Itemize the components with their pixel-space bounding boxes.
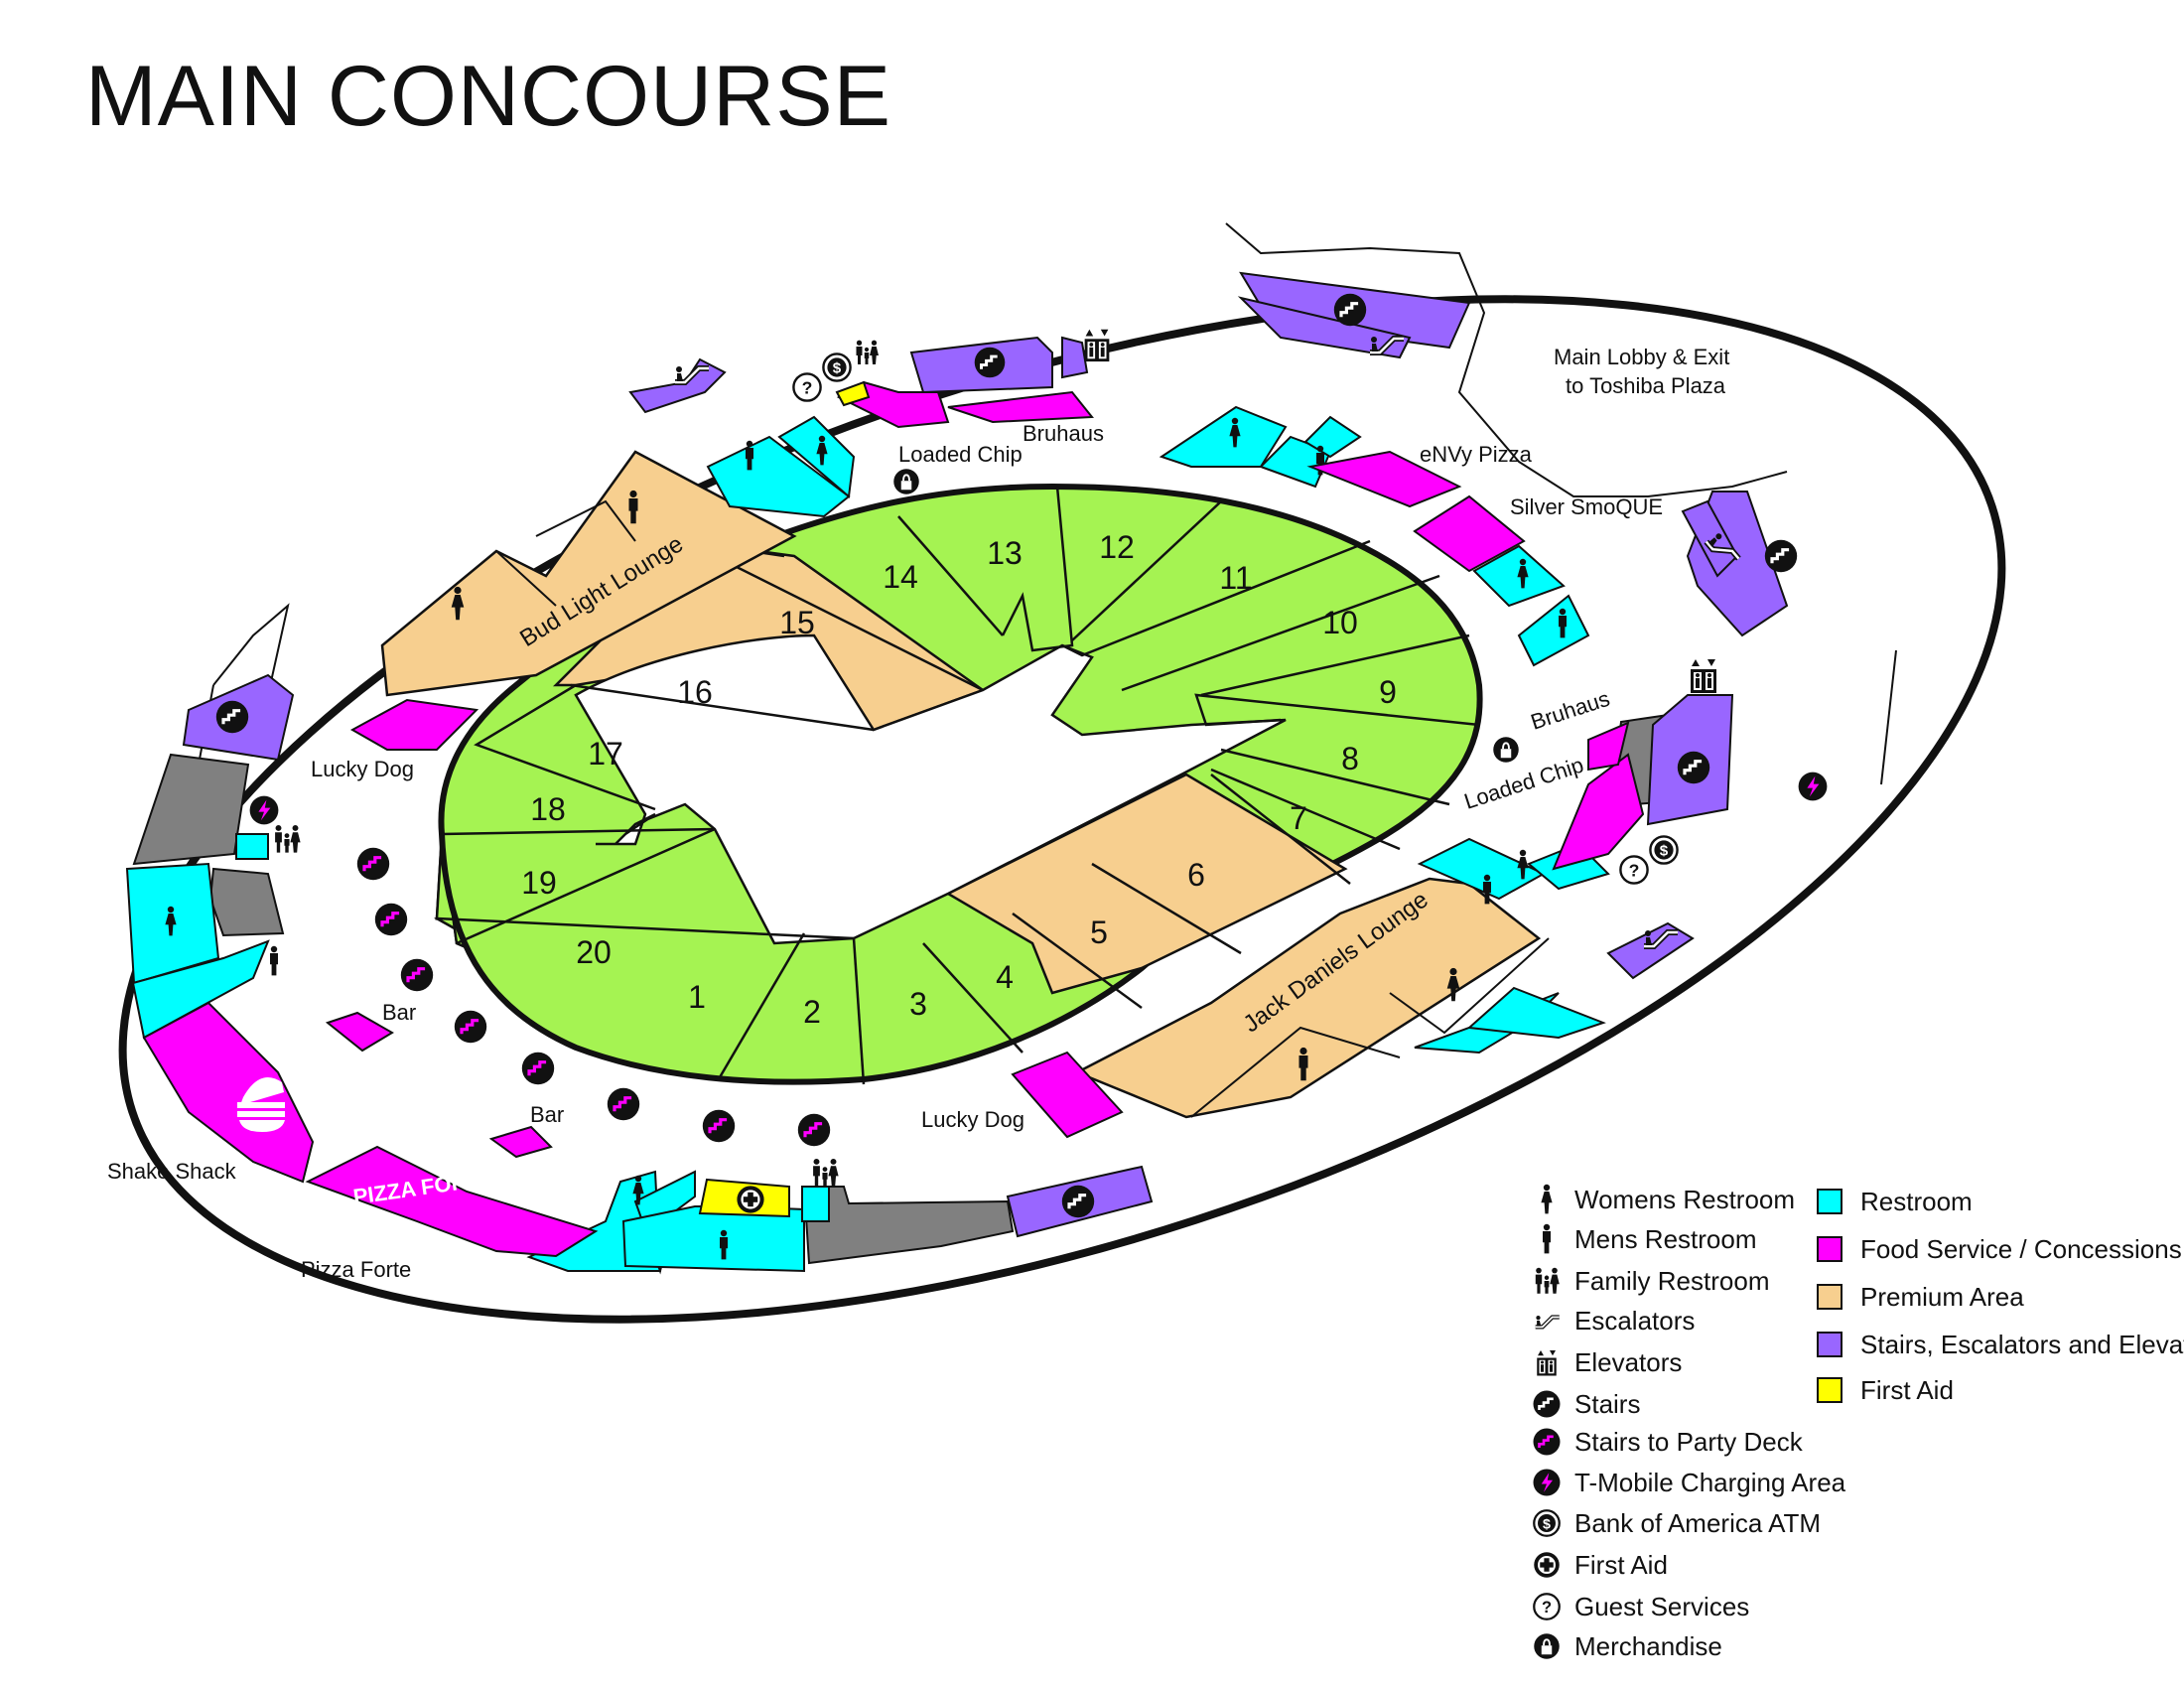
- key-label: Premium Area: [1860, 1281, 2024, 1312]
- main-lobby-label-1: Main Lobby & Exit: [1554, 345, 1729, 369]
- merchandise-icon: [1529, 1628, 1565, 1664]
- main-lobby-label-2: to Toshiba Plaza: [1566, 373, 1726, 398]
- section-15: 15: [779, 605, 815, 640]
- section-3: 3: [909, 986, 927, 1022]
- stairs-party-deck-icon: [1529, 1424, 1565, 1460]
- section-16: 16: [677, 674, 713, 710]
- atm-icon: [1529, 1505, 1565, 1541]
- legend-item-first-aid: First Aid: [1529, 1547, 1668, 1583]
- section-13: 13: [987, 535, 1023, 571]
- section-1: 1: [688, 979, 706, 1015]
- section-5: 5: [1090, 914, 1108, 950]
- key-label: Restroom: [1860, 1186, 1973, 1216]
- key-swatch: [1817, 1284, 1843, 1310]
- seating-bowl: 1 2 3 4 5 6 7 8 9 10 11 12 13 14 15 16 1…: [434, 483, 1483, 1085]
- key-label: First Aid: [1860, 1374, 1954, 1405]
- envy-pizza-label: eNVy Pizza: [1420, 442, 1533, 467]
- bruhaus-north-label: Bruhaus: [1023, 421, 1104, 446]
- legend-item-merchandise: Merchandise: [1529, 1628, 1722, 1664]
- legend-item-atm: Bank of America ATM: [1529, 1505, 1821, 1541]
- key-swatch: [1817, 1332, 1843, 1357]
- section-2: 2: [803, 994, 821, 1030]
- guest-services-icon: [1529, 1589, 1565, 1624]
- lucky-dog-west-label: Lucky Dog: [311, 757, 414, 781]
- section-9: 9: [1379, 674, 1397, 710]
- legend-icons: Womens Restroom Mens Restroom Family Res…: [1529, 1182, 1926, 1678]
- escalator-icon: [1529, 1303, 1565, 1338]
- bar-label-2: Bar: [530, 1102, 564, 1127]
- bar-label-1: Bar: [382, 1000, 416, 1025]
- legend-item-escalators: Escalators: [1529, 1303, 1695, 1338]
- family-restroom-icon: [1529, 1263, 1565, 1299]
- legend-item-stairs: Stairs: [1529, 1386, 1640, 1422]
- section-10: 10: [1322, 605, 1358, 640]
- section-12: 12: [1099, 529, 1135, 565]
- stairs-icon: [1529, 1386, 1565, 1422]
- womens-restroom-icon: [1529, 1182, 1565, 1217]
- key-swatch: [1817, 1377, 1843, 1403]
- key-swatch: [1817, 1189, 1843, 1214]
- lucky-dog-south-label: Lucky Dog: [921, 1107, 1024, 1132]
- key-label: Food Service / Concessions: [1860, 1233, 2182, 1264]
- section-17: 17: [588, 736, 623, 772]
- legend-item-family: Family Restroom: [1529, 1263, 1769, 1299]
- legend-label: Stairs to Party Deck: [1574, 1426, 1803, 1457]
- section-8: 8: [1341, 741, 1359, 776]
- legend-label: T-Mobile Charging Area: [1574, 1467, 1846, 1497]
- key-swatch: [1817, 1236, 1843, 1262]
- pizza-forte-label: Pizza Forte: [301, 1257, 411, 1282]
- section-11: 11: [1219, 560, 1252, 596]
- key-food: Food Service / Concessions: [1817, 1233, 2182, 1265]
- key-stairs: Stairs, Escalators and Elevators: [1817, 1329, 2184, 1360]
- legend-label: Merchandise: [1574, 1630, 1722, 1661]
- key-restroom: Restroom: [1817, 1186, 1973, 1217]
- section-18: 18: [530, 791, 566, 827]
- elevator-icon: [1529, 1344, 1565, 1380]
- legend-label: Stairs: [1574, 1388, 1641, 1419]
- legend-label: Bank of America ATM: [1574, 1507, 1822, 1538]
- legend-item-elevators: Elevators: [1529, 1344, 1682, 1380]
- charging-icon: [1529, 1465, 1565, 1500]
- loaded-chip-north-label: Loaded Chip: [898, 442, 1023, 467]
- legend-label: Mens Restroom: [1574, 1223, 1757, 1254]
- legend-label: Guest Services: [1574, 1591, 1750, 1621]
- legend-item-guest-services: Guest Services: [1529, 1589, 1749, 1624]
- legend-label: Escalators: [1574, 1305, 1696, 1336]
- legend-item-party-deck: Stairs to Party Deck: [1529, 1424, 1803, 1460]
- legend-item-charging: T-Mobile Charging Area: [1529, 1465, 1845, 1500]
- section-4: 4: [996, 959, 1014, 995]
- section-7: 7: [1290, 800, 1307, 836]
- shake-shack-logo: [237, 1077, 285, 1132]
- legend-item-womens: Womens Restroom: [1529, 1182, 1795, 1217]
- legend-label: First Aid: [1574, 1549, 1668, 1580]
- key-premium: Premium Area: [1817, 1281, 2024, 1313]
- page-title: MAIN CONCOURSE: [85, 49, 891, 144]
- legend-item-mens: Mens Restroom: [1529, 1221, 1757, 1257]
- key-label: Stairs, Escalators and Elevators: [1860, 1329, 2184, 1359]
- first-aid-area: [698, 380, 871, 1218]
- legend-label: Womens Restroom: [1574, 1184, 1796, 1214]
- section-20: 20: [576, 934, 612, 970]
- key-first-aid: First Aid: [1817, 1374, 1954, 1406]
- legend-label: Elevators: [1574, 1346, 1683, 1377]
- section-19: 19: [521, 865, 557, 901]
- first-aid-icon: [1529, 1547, 1565, 1583]
- food-areas: [142, 380, 1645, 1258]
- mens-restroom-icon: [1529, 1221, 1565, 1257]
- section-6: 6: [1187, 857, 1205, 893]
- shake-shack-label: Shake Shack: [107, 1159, 237, 1184]
- silver-smoque-label: Silver SmoQUE: [1510, 494, 1663, 519]
- legend-color-keys: Restroom Food Service / Concessions Prem…: [1817, 1182, 2184, 1430]
- legend-label: Family Restroom: [1574, 1265, 1770, 1296]
- section-14: 14: [883, 559, 918, 595]
